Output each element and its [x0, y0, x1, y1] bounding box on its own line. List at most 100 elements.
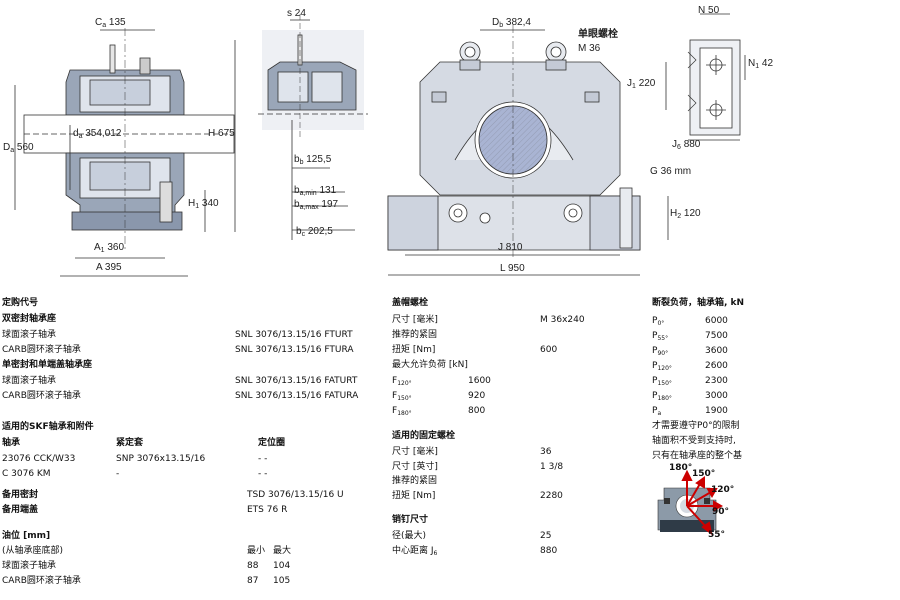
bamax-label: ba,max 197: [294, 199, 339, 211]
n1-label: N1 42: [748, 58, 774, 70]
perm-load-value: 1600: [468, 376, 491, 386]
load-label: P90°: [652, 346, 669, 357]
side-view: [258, 14, 368, 240]
breaking-load-title: 断裂负荷，轴承箱, kN: [652, 298, 745, 308]
acc-header: 紧定套: [116, 438, 144, 448]
a1-label: A1 360: [94, 242, 125, 254]
oil-max-header: 最大: [273, 546, 292, 556]
g-label: G 36 mm: [650, 166, 692, 177]
bc-label: bc 202,5: [296, 226, 333, 238]
a-label: A 395: [96, 262, 122, 273]
section-view: [14, 28, 236, 277]
perm-load-label: F120°: [392, 376, 412, 387]
row-value: SNL 3076/13.15/16 FTURT: [235, 330, 353, 340]
cover-label: 备用端盖: [2, 505, 39, 515]
oil-title: 油位 [mm]: [2, 531, 51, 541]
fix-torque-title: 推荐的紧固: [392, 476, 438, 486]
oil-row-max: 104: [273, 561, 291, 571]
load-value: 7500: [705, 331, 728, 341]
seal-value: TSD 3076/13.15/16 U: [247, 490, 344, 500]
row-label: 球面滚子轴承: [2, 376, 57, 386]
eye-bolt-size: M 36: [578, 43, 601, 54]
oil-subtitle: (从轴承座底部): [2, 546, 64, 556]
pin-title: 销钉尺寸: [392, 515, 429, 525]
acc-cell: -: [116, 469, 120, 479]
j6-label: J6 880: [672, 139, 701, 151]
angle-150: 150°: [692, 469, 716, 479]
angle-180: 180°: [669, 463, 693, 473]
angle-90: 90°: [712, 507, 730, 517]
acc-cell: SNP 3076x13.15/16: [116, 454, 206, 464]
pin-dia-label: 径(最大): [392, 531, 427, 541]
oil-row-label: CARB圆环滚子轴承: [2, 576, 81, 586]
load-label: P55°: [652, 331, 669, 342]
h1-label: H1 340: [188, 198, 219, 210]
d-a-label: da 354,012: [73, 128, 122, 140]
db-label: Db 382,4: [492, 17, 531, 29]
oil-min-header: 最小: [247, 546, 266, 556]
torque-value: 600: [540, 345, 558, 355]
s-label: s 24: [287, 8, 306, 19]
h-label: H 675: [208, 128, 235, 139]
load-label: P0°: [652, 316, 665, 327]
note-line: 只有在轴承座的整个基: [652, 451, 743, 461]
eye-bolt-label: 单眼螺栓: [578, 29, 618, 40]
bamin-label: ba,min 131: [294, 185, 337, 197]
row-value: SNL 3076/13.15/16 FATURT: [235, 376, 358, 386]
load-label: P120°: [652, 361, 672, 372]
row-value: SNL 3076/13.15/16 FATURA: [235, 391, 359, 401]
angle-55: 55°: [708, 530, 726, 540]
acc-cell: C 3076 KM: [2, 469, 51, 479]
pin-dist-value: 880: [540, 546, 558, 556]
row-label: 球面滚子轴承: [2, 330, 57, 340]
fix-bolt-title: 适用的固定螺栓: [392, 431, 456, 441]
oil-row-label: 球面滚子轴承: [2, 561, 57, 571]
fix-size-value: 36: [540, 447, 552, 457]
perm-load-label: F180°: [392, 406, 412, 417]
row-label: CARB圆环滚子轴承: [2, 391, 81, 401]
load-label: P150°: [652, 376, 672, 387]
bolt-hole-detail: [665, 13, 746, 141]
acc-header: 轴承: [2, 438, 21, 448]
skf-title: 适用的SKF轴承和附件: [2, 422, 94, 432]
seal-label: 备用密封: [2, 490, 39, 500]
j1-label: J1 220: [627, 78, 656, 90]
da-label: Da 560: [3, 142, 34, 154]
acc-header: 定位圈: [258, 438, 286, 448]
load-value: 3600: [705, 346, 728, 356]
torque-title: 推荐的紧固: [392, 330, 438, 340]
double-seal-title: 双密封轴承座: [2, 314, 57, 324]
load-value: 6000: [705, 316, 728, 326]
size-label: 尺寸 [毫米]: [392, 315, 438, 325]
pin-dia-value: 25: [540, 531, 552, 541]
angle-120: 120°: [711, 485, 735, 495]
oil-row-min: 88: [247, 561, 259, 571]
n-label: N 50: [698, 5, 720, 16]
j-label: J 810: [498, 242, 523, 253]
fix-size-label: 尺寸 [毫米]: [392, 447, 438, 457]
l-label: L 950: [500, 263, 525, 274]
perm-load-label: F150°: [392, 391, 412, 402]
perm-load-value: 920: [468, 391, 486, 401]
load-value: 3000: [705, 391, 728, 401]
perm-load-title: 最大允许负荷 [kN]: [392, 360, 468, 370]
torque-label: 扭矩 [Nm]: [392, 345, 436, 355]
perm-load-value: 800: [468, 406, 486, 416]
acc-cell: - -: [258, 454, 268, 464]
oil-row-max: 105: [273, 576, 291, 586]
load-label: P180°: [652, 391, 672, 402]
single-seal-title: 单密封和单端盖轴承座: [2, 360, 93, 370]
cover-value: ETS 76 R: [247, 505, 288, 515]
size-value: M 36x240: [540, 315, 585, 325]
order-title: 定购代号: [2, 298, 39, 308]
bb-label: bb 125,5: [294, 154, 332, 166]
pin-dist-label: 中心距离 J6: [392, 546, 438, 557]
ca-label: Ca 135: [95, 17, 126, 29]
fix-inch-value: 1 3/8: [540, 462, 564, 472]
load-value: 2600: [705, 361, 728, 371]
fix-torque-label: 扭矩 [Nm]: [392, 491, 436, 501]
oil-row-min: 87: [247, 576, 259, 586]
cap-bolt-title: 盖帽螺栓: [392, 298, 429, 308]
fix-inch-label: 尺寸 [英寸]: [392, 462, 438, 472]
load-value: 2300: [705, 376, 728, 386]
